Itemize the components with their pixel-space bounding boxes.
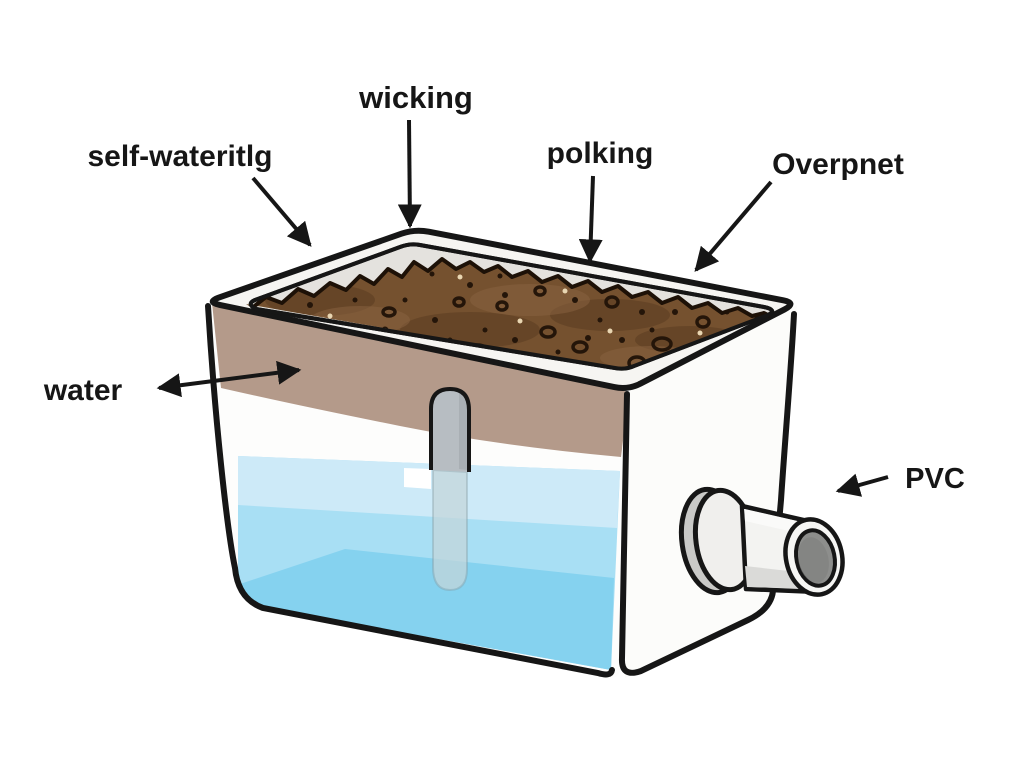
wick-tube-submerged — [432, 468, 468, 592]
pipe-bore-shadow — [798, 537, 829, 583]
water-arrow — [156, 360, 302, 398]
wick-tube-shade — [459, 393, 467, 470]
label-polking: polking — [547, 137, 654, 170]
leader-arrows — [156, 119, 889, 497]
label-overpnet: Overpnet — [772, 148, 904, 181]
soil-edge — [250, 257, 771, 318]
rim-inner-outline — [248, 242, 775, 371]
label-self-watering: self-wateritlg — [87, 140, 272, 173]
container-body — [205, 300, 797, 679]
pvc-arrow — [835, 473, 889, 497]
overpnet-arrow — [694, 180, 773, 272]
waterline-notch — [404, 468, 431, 489]
front-face-contents — [212, 303, 629, 670]
container-front-outline — [205, 303, 615, 678]
water-deep-band — [240, 549, 614, 670]
label-wicking: wicking — [358, 80, 473, 115]
water-surface-band — [238, 456, 620, 528]
self-watering-arrow — [251, 176, 312, 247]
container-right-outline — [618, 311, 797, 676]
polking-arrow — [578, 175, 603, 264]
soil-band — [212, 303, 629, 457]
labels: wicking self-wateritlg polking Overpnet … — [43, 80, 965, 495]
label-water: water — [43, 374, 123, 407]
wicking-arrow — [397, 119, 422, 229]
wick-tube-outline — [429, 386, 471, 472]
pvc-pipe — [678, 486, 845, 597]
label-pvc: PVC — [905, 463, 965, 495]
